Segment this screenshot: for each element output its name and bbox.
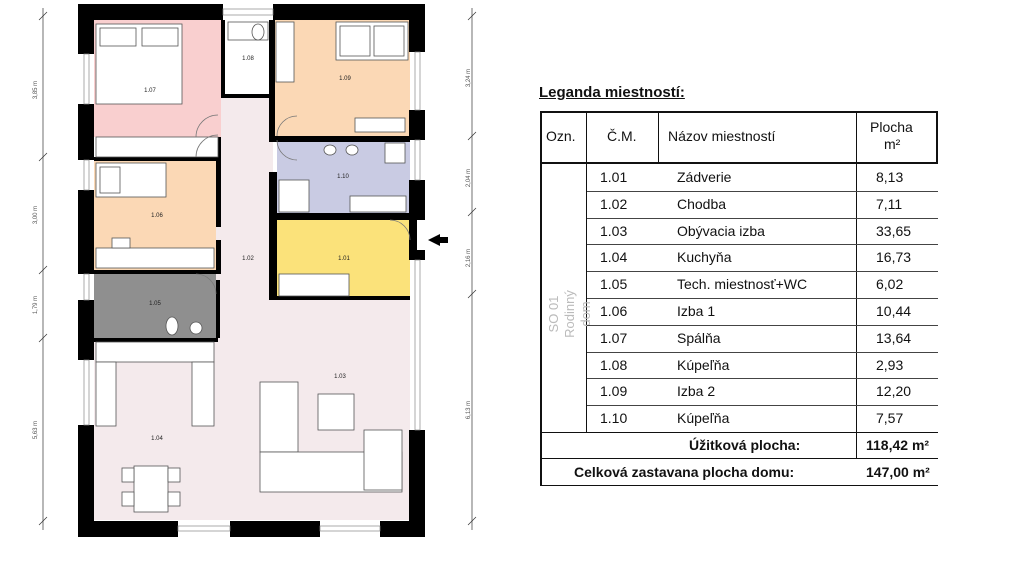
- col-divider-2: [658, 111, 659, 163]
- row-divider: [587, 190, 938, 192]
- interior-walls: [94, 20, 417, 342]
- row-name: Obývacia izba: [677, 222, 765, 239]
- dim-right-3: 2,16 m: [466, 249, 472, 267]
- dim-right-2: 2,04 m: [466, 169, 472, 187]
- room-label-1-09: 1.09: [339, 76, 351, 82]
- dim-left-1: 3,85 m: [33, 81, 39, 99]
- windows: [83, 8, 421, 532]
- row-name: Izba 1: [677, 303, 716, 319]
- row-cm: 1.09: [600, 383, 628, 400]
- furniture: [95, 21, 409, 513]
- row-area: 2,93: [876, 356, 904, 373]
- usable-area-value: 118,42 m²: [866, 437, 930, 453]
- outer-walls: [78, 4, 425, 537]
- header-plocha: Plocha: [870, 119, 913, 135]
- row-divider: [587, 271, 938, 273]
- group-label-line2: Rodinný dom: [562, 290, 593, 338]
- row-name: Tech. miestnosť+WC: [677, 276, 808, 293]
- row-cm: 1.04: [600, 249, 628, 266]
- dim-left-4: 5,63 m: [33, 421, 39, 439]
- row-area: 13,64: [876, 329, 912, 346]
- legend-title: Leganda miestností:: [539, 84, 685, 101]
- row-name: Spálňa: [677, 329, 721, 346]
- floor-plan: 1.07 1.08 1.09 1.06 1.10 1.02 1.01 1.05 …: [33, 4, 477, 537]
- table-rows-divider: [540, 432, 938, 433]
- room-label-1-06: 1.06: [151, 213, 163, 219]
- header-plocha-unit: m²: [884, 136, 901, 152]
- row-area: 12,20: [876, 383, 912, 400]
- row-area: 33,65: [876, 222, 912, 239]
- table-border-bottom: [540, 485, 938, 486]
- row-cm: 1.07: [600, 329, 628, 346]
- dim-right-1: 3,24 m: [466, 69, 472, 87]
- row-cm: 1.02: [600, 195, 628, 212]
- door-swings: [195, 114, 411, 295]
- row-divider: [587, 244, 938, 246]
- entrance-arrow-icon: [428, 234, 448, 246]
- room-label-1-07: 1.07: [144, 88, 156, 94]
- col-divider-1: [586, 111, 587, 433]
- row-divider: [587, 298, 938, 299]
- row-cm: 1.08: [600, 356, 628, 373]
- room-label-1-05: 1.05: [149, 301, 161, 307]
- header-nazov: Názov miestností: [668, 128, 776, 144]
- row-cm: 1.10: [600, 410, 628, 427]
- row-name: Kúpeľňa: [677, 410, 730, 427]
- row-area: 7,57: [876, 410, 904, 427]
- row-name: Kuchyňa: [677, 249, 732, 266]
- table-sum-divider: [540, 458, 938, 459]
- room-label-1-04: 1.04: [151, 436, 163, 442]
- row-cm: 1.06: [600, 303, 628, 319]
- usable-area-label: Úžitková plocha:: [689, 437, 801, 453]
- room-label-1-03: 1.03: [334, 374, 346, 380]
- row-area: 6,02: [876, 276, 904, 293]
- dim-left-2: 3,00 m: [33, 206, 39, 224]
- row-name: Zádverie: [677, 169, 732, 185]
- dimension-lines: [38, 8, 477, 530]
- group-label-line1: SO 01: [546, 295, 561, 333]
- built-area-label: Celková zastavana plocha domu:: [574, 464, 795, 480]
- dim-left-3: 1,79 m: [33, 296, 39, 314]
- row-area: 16,73: [876, 249, 912, 266]
- row-divider: [587, 217, 938, 219]
- row-cm: 1.05: [600, 276, 628, 293]
- row-divider: [587, 405, 938, 407]
- table-border-top: [540, 111, 938, 113]
- row-name: Chodba: [677, 195, 727, 212]
- row-divider: [587, 324, 938, 326]
- row-name: Izba 2: [677, 383, 716, 400]
- row-area: 7,11: [876, 195, 903, 212]
- room-label-1-01: 1.01: [338, 256, 350, 262]
- header-cm: Č.M.: [607, 128, 637, 144]
- row-cm: 1.01: [600, 169, 628, 185]
- row-cm: 1.03: [600, 222, 628, 239]
- table-border-right-header: [936, 111, 938, 163]
- row-divider: [587, 351, 938, 353]
- group-label: SO 01 Rodinný dom: [546, 279, 594, 349]
- row-area: 8,13: [876, 169, 904, 185]
- table-header-divider: [540, 162, 938, 164]
- header-ozn: Ozn.: [546, 128, 576, 144]
- col-divider-3: [856, 111, 857, 459]
- row-divider: [587, 378, 938, 380]
- built-area-value: 147,00 m²: [866, 464, 930, 480]
- row-area: 10,44: [876, 303, 912, 319]
- room-label-1-02: 1.02: [242, 256, 254, 262]
- dim-right-4: 6,13 m: [466, 401, 472, 419]
- table-border-left: [540, 111, 542, 486]
- row-name: Kúpeľňa: [677, 356, 730, 373]
- room-label-1-08: 1.08: [242, 56, 254, 62]
- room-label-1-10: 1.10: [337, 174, 349, 180]
